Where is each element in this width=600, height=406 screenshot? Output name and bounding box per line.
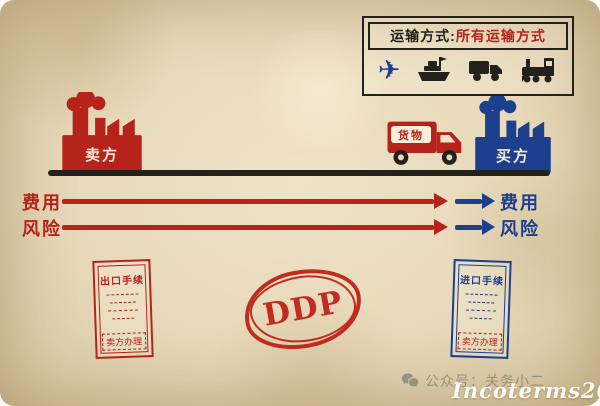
document-text-line xyxy=(469,317,492,320)
train-icon xyxy=(522,58,555,83)
seller-label: 卖方 xyxy=(84,146,119,164)
transport-modes-panel: 运输方式:所有运输方式 ✈ xyxy=(362,16,574,96)
cost-arrowhead-buyer xyxy=(482,193,495,209)
export-doc-handler: 卖方办理 xyxy=(101,332,147,351)
document-text-line xyxy=(109,301,136,304)
risk-line-seller xyxy=(62,225,434,230)
import-procedures-document: 进口手续 卖方办理 xyxy=(450,259,512,359)
cost-line-buyer xyxy=(455,199,482,204)
document-text-line xyxy=(106,293,139,296)
cost-arrowhead-seller xyxy=(434,193,448,209)
buyer-label: 买方 xyxy=(495,148,530,166)
risk-arrowhead-seller xyxy=(434,219,448,235)
cargo-truck: 货物 xyxy=(386,120,468,168)
wechat-icon xyxy=(401,373,419,387)
ship-icon xyxy=(418,57,451,81)
document-text-line xyxy=(468,301,495,304)
transport-icons-row: ✈ xyxy=(368,50,568,90)
airplane-icon: ✈ xyxy=(377,54,401,86)
factory-icon xyxy=(62,92,142,174)
factory-icon xyxy=(475,96,551,174)
transport-modes-title: 运输方式:所有运输方式 xyxy=(368,22,568,50)
export-doc-title: 出口手续 xyxy=(99,275,145,288)
watermark-brand-text: Incoterms2020 xyxy=(452,378,600,403)
truck-icon xyxy=(469,61,503,81)
seller-factory: 卖方 xyxy=(56,92,148,174)
document-text-line xyxy=(465,293,498,296)
risk-line-buyer xyxy=(455,225,482,230)
buyer-factory: 买方 xyxy=(470,96,556,174)
import-doc-title: 进口手续 xyxy=(459,275,505,288)
cost-label-right: 费用 xyxy=(500,193,540,213)
watermark-account-text: 公众号：关务小二 xyxy=(425,373,545,389)
cost-line-seller xyxy=(62,199,434,204)
document-text-line xyxy=(112,317,135,320)
cargo-label: 货物 xyxy=(391,126,431,143)
watermark-account-row: 公众号：关务小二 xyxy=(400,371,545,391)
document-text-line xyxy=(107,309,139,312)
cost-label-left: 费用 xyxy=(22,193,62,213)
ground-line xyxy=(48,170,550,176)
transport-title-prefix: 运输方式: xyxy=(390,28,456,44)
risk-label-right: 风险 xyxy=(500,219,540,239)
document-text-line xyxy=(465,309,497,312)
risk-arrowhead-buyer xyxy=(482,219,495,235)
risk-label-left: 风险 xyxy=(22,219,62,239)
export-procedures-document: 出口手续 卖方办理 xyxy=(92,259,154,359)
transport-title-value: 所有运输方式 xyxy=(455,28,546,44)
import-doc-handler: 卖方办理 xyxy=(457,332,503,351)
